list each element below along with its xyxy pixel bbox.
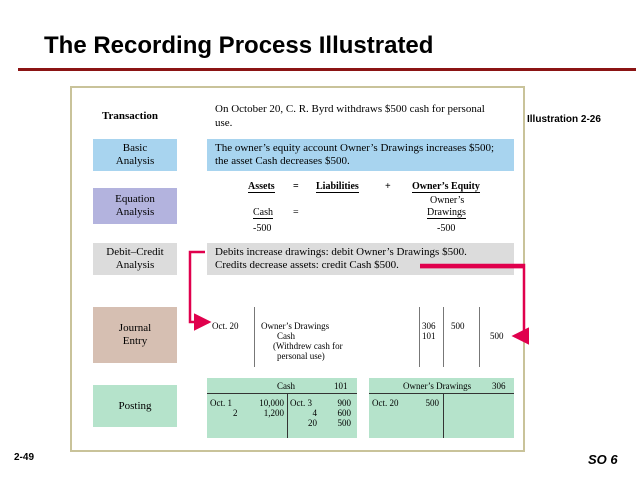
cash-left-amount: 1,200	[263, 408, 284, 418]
cash-right-date: 20	[308, 418, 317, 428]
debit-credit-analysis-label: Debit–Credit Analysis	[93, 243, 177, 275]
slide-title: The Recording Process Illustrated	[44, 32, 434, 59]
journal-explanation-1: (Withdrew cash for	[273, 341, 343, 351]
journal-credit-amount: 500	[490, 331, 504, 341]
drawings-t-account-number: 306	[492, 381, 506, 391]
drawings-t-account: Owner’s Drawings 306 Oct. 20 500	[369, 378, 514, 438]
cash-left-date: 2	[233, 408, 238, 418]
equation-owners: Owner’s	[430, 195, 465, 206]
journal-entry-label: Journal Entry	[93, 307, 177, 363]
journal-separator	[419, 307, 420, 367]
title-rule	[18, 68, 636, 71]
drawings-left-date: Oct. 20	[372, 398, 399, 408]
debit-arrow	[188, 250, 212, 331]
debit-credit-line1: Debits increase drawings: debit Owner’s …	[215, 246, 467, 258]
journal-explanation-2: personal use)	[277, 351, 325, 361]
cash-t-account-number: 101	[334, 381, 348, 391]
cash-right-date: Oct. 3	[290, 398, 312, 408]
equation-drawings: Drawings	[427, 207, 466, 219]
journal-separator	[479, 307, 480, 367]
journal-ref-debit: 306	[422, 321, 436, 331]
flow-arrows	[188, 250, 523, 331]
slide-number: 2-49	[14, 452, 35, 463]
cash-left-amount: 10,000	[259, 398, 284, 408]
study-objective: SO 6	[588, 452, 618, 467]
journal-date: Oct. 20	[212, 321, 239, 331]
journal-debit-account: Owner’s Drawings	[261, 321, 330, 331]
equation-assets: Assets	[248, 181, 275, 193]
posting-label-text: Posting	[118, 399, 152, 412]
cash-left-date: Oct. 1	[210, 398, 232, 408]
journal-separator	[443, 307, 444, 367]
equation-owners-equity: Owner’s Equity	[412, 181, 480, 193]
equation-equals: =	[293, 181, 299, 192]
cash-t-account-title: Cash	[277, 381, 295, 391]
cash-right-amount: 600	[337, 408, 352, 418]
basic-analysis-label: Basic Analysis	[93, 139, 177, 171]
drawings-t-account-title: Owner’s Drawings	[403, 381, 472, 391]
transaction-header: Transaction	[102, 110, 159, 122]
journal-debit-amount: 500	[451, 321, 465, 331]
posting-label: Posting	[93, 385, 177, 427]
journal-ref-credit: 101	[422, 331, 436, 341]
cash-right-date: 4	[312, 408, 318, 418]
illustration-label: Illustration 2-26	[527, 114, 601, 125]
t-account-top-line	[207, 393, 357, 394]
t-account-top-line	[369, 393, 514, 394]
basic-analysis-text: The owner’s equity account Owner’s Drawi…	[207, 139, 514, 171]
equation-cash-amount: -500	[253, 223, 272, 234]
drawings-left-amount: 500	[425, 398, 440, 408]
transaction-text: On October 20, C. R. Byrd withdraws $500…	[215, 103, 485, 129]
equation-analysis-label-text: Equation Analysis	[115, 193, 155, 218]
equation-drawings-amount: -500	[437, 223, 456, 234]
equation-cash-equals: =	[293, 207, 299, 218]
basic-analysis-label-text: Basic Analysis	[115, 142, 155, 167]
t-account-center-line	[287, 393, 288, 438]
cash-right-amount: 900	[337, 398, 352, 408]
debit-credit-text: Debits increase drawings: debit Owner’s …	[207, 243, 514, 275]
t-account-center-line	[443, 393, 444, 438]
cash-right-amount: 500	[337, 418, 352, 428]
journal-entry-box: Oct. 20 Owner’s Drawings Cash (Withdrew …	[207, 307, 514, 367]
credit-arrow-path	[420, 263, 529, 345]
equation-plus: +	[385, 181, 391, 192]
debit-credit-line2: Credits decrease assets: credit Cash $50…	[215, 259, 399, 271]
equation-cash: Cash	[253, 207, 273, 219]
illustration-panel: Transaction On October 20, C. R. Byrd wi…	[70, 86, 525, 452]
equation-liabilities: Liabilities	[316, 181, 359, 193]
journal-entry-label-text: Journal Entry	[118, 322, 152, 347]
journal-credit-account: Cash	[277, 331, 295, 341]
debit-credit-analysis-label-text: Debit–Credit Analysis	[106, 246, 164, 271]
cash-t-account: Cash 101 Oct. 1 2 10,000 1,200 Oct. 3 4 …	[207, 378, 357, 438]
journal-separator	[254, 307, 255, 367]
equation-analysis-label: Equation Analysis	[93, 188, 177, 224]
